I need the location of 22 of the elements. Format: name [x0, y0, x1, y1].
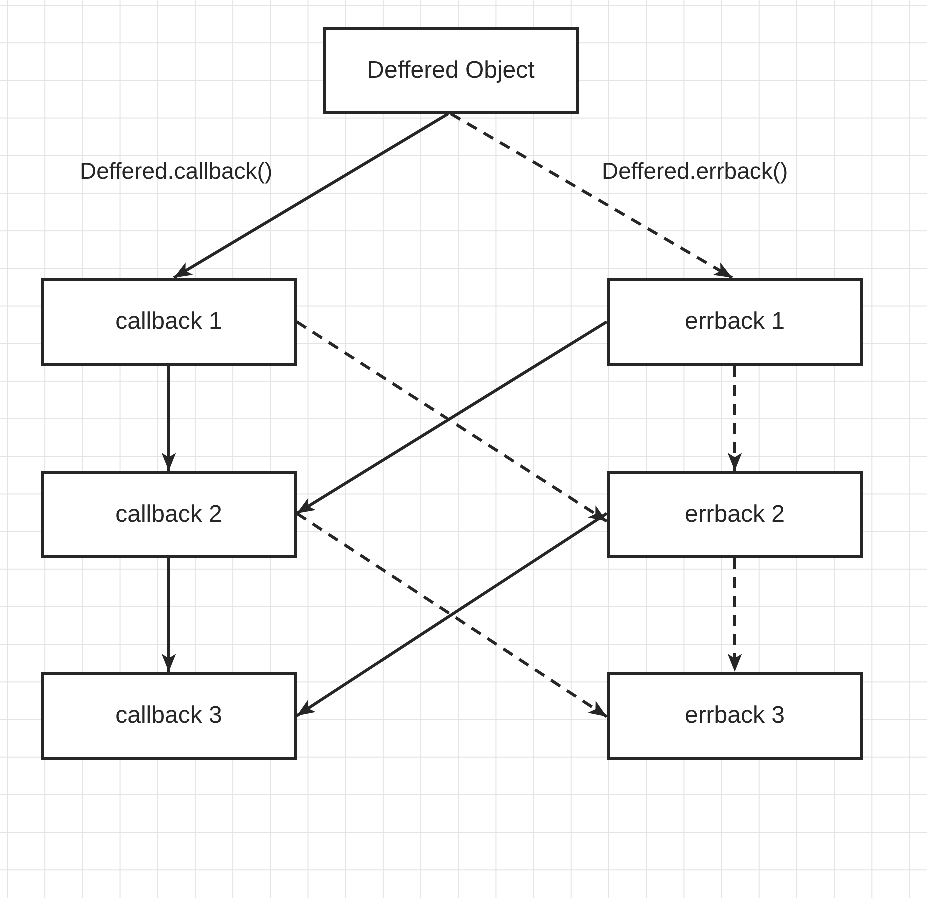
node-label: errback 3 — [684, 702, 786, 730]
process-box — [607, 471, 863, 558]
arrow — [728, 366, 742, 471]
arrow — [162, 366, 176, 471]
arrow — [728, 558, 742, 672]
process-box — [41, 278, 297, 366]
arrow — [450, 112, 734, 280]
process-box — [607, 672, 863, 760]
edge-label: Deffered.callback() — [80, 158, 273, 185]
process-box — [41, 672, 297, 760]
edge-label: Deffered.errback() — [602, 158, 788, 185]
node-label: errback 1 — [684, 308, 786, 336]
arrow — [173, 112, 450, 280]
process-box — [607, 278, 863, 366]
node-label: callback 1 — [116, 308, 222, 336]
process-box — [323, 27, 579, 114]
node-label: callback 3 — [116, 702, 222, 730]
arrow — [162, 558, 176, 672]
node-label: Deffered Object — [367, 56, 535, 84]
process-box — [41, 471, 297, 558]
node-label: callback 2 — [116, 500, 222, 528]
node-label: errback 2 — [684, 500, 786, 528]
